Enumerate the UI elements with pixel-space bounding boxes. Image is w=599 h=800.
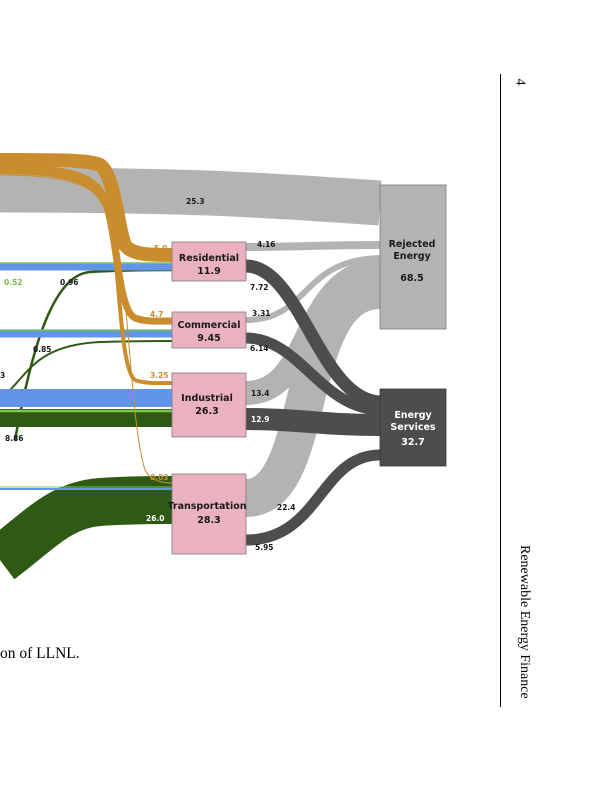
- svg-text:Energy: Energy: [394, 410, 432, 421]
- svg-text:28.3: 28.3: [197, 515, 220, 526]
- label-trans-rejected: 22.4: [277, 503, 296, 512]
- node-energy-services: Energy Services 32.7: [379, 388, 447, 467]
- node-residential: Residential 11.9: [171, 241, 247, 282]
- figure-caption: on of LLNL.: [0, 645, 80, 662]
- label-wind-residential: 0.52: [4, 278, 23, 287]
- svg-text:32.7: 32.7: [401, 437, 424, 448]
- svg-text:Transportation: Transportation: [167, 501, 246, 512]
- svg-text:9.45: 9.45: [197, 333, 220, 344]
- flow-trans-rejected: [243, 271, 383, 517]
- flow-bio-commercial: [9, 340, 173, 391]
- svg-text:Energy: Energy: [393, 251, 431, 262]
- flow-bio-transportation: [0, 476, 173, 580]
- label-bio-residential: 0.96: [60, 278, 79, 287]
- svg-text:Residential: Residential: [179, 253, 239, 264]
- flow-res-services: [245, 259, 381, 409]
- label-trans-services: 5.95: [255, 543, 274, 552]
- svg-text:26.3: 26.3: [195, 406, 218, 417]
- running-header-rule: [500, 74, 501, 707]
- node-rejected-energy: Rejected Energy 68.5: [379, 184, 447, 330]
- label-petro-industrial: 3.25: [150, 371, 169, 380]
- running-title: Renewable Energy Finance: [517, 545, 532, 699]
- label-ind-rejected: 13.4: [251, 389, 270, 398]
- flow-to-rejected-top: [0, 167, 382, 226]
- page-number: 4: [512, 78, 528, 86]
- label-com-services: 6.14: [250, 344, 269, 353]
- label-ind-services: 12.9: [251, 415, 270, 424]
- node-commercial: Commercial 9.45: [171, 311, 247, 349]
- svg-text:Commercial: Commercial: [178, 320, 241, 331]
- label-com-rejected: 3.31: [252, 309, 271, 318]
- label-bio-transportation: 26.0: [146, 514, 165, 523]
- node-transportation: Transportation 28.3: [167, 473, 247, 555]
- label-res-services: 7.72: [250, 283, 269, 292]
- label-left-cut: 3: [0, 371, 5, 380]
- flow-petro-transportation: [0, 174, 173, 484]
- flow-petro-main: [0, 153, 173, 262]
- label-petro-residential: 5.0: [154, 244, 167, 253]
- label-bio-industrial: 8.86: [5, 434, 24, 443]
- flow-trans-services: [245, 449, 381, 546]
- node-industrial: Industrial 26.3: [171, 372, 247, 438]
- svg-text:11.9: 11.9: [197, 266, 220, 277]
- flow-com-services: [245, 332, 381, 416]
- label-petro-commercial: 4.7: [150, 310, 163, 319]
- label-bio-commercial: 0.85: [33, 345, 52, 354]
- svg-text:Industrial: Industrial: [181, 393, 233, 404]
- label-to-rejected-top: 25.3: [186, 197, 205, 206]
- svg-text:68.5: 68.5: [400, 273, 423, 284]
- svg-text:Rejected: Rejected: [389, 239, 436, 250]
- label-res-rejected: 4.16: [257, 240, 276, 249]
- flow-ind-services: [245, 408, 381, 436]
- flow-petro-industrial: [0, 170, 173, 386]
- flow-res-rejected: [245, 241, 381, 251]
- svg-text:Services: Services: [390, 422, 435, 433]
- flow-com-rejected: [245, 255, 381, 323]
- label-petro-transportation: 0.03: [150, 473, 169, 482]
